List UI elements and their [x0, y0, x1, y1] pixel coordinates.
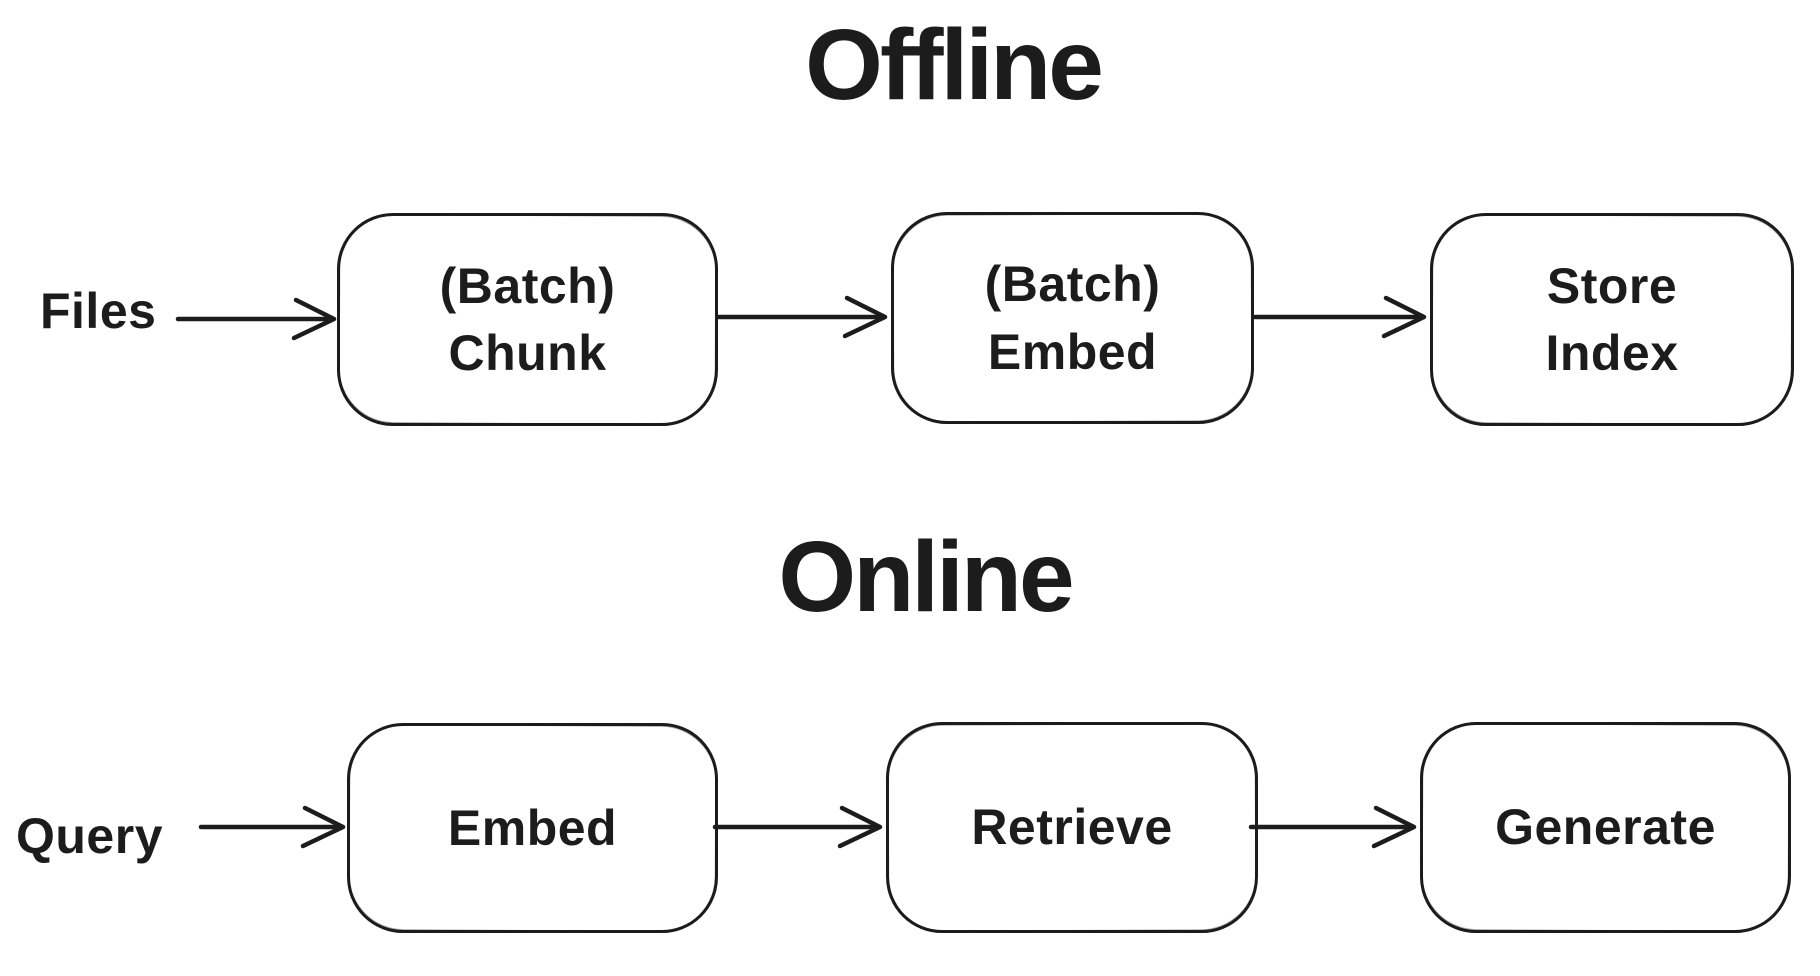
node-generate: Generate	[1420, 722, 1791, 933]
node-embed: Embed	[347, 723, 718, 933]
node-label-line: (Batch)	[984, 256, 1161, 312]
node-batch-chunk: (Batch) Chunk	[337, 213, 718, 426]
node-batch-embed: (Batch) Embed	[891, 212, 1254, 424]
node-retrieve: Retrieve	[886, 722, 1258, 933]
node-label-line: Index	[1545, 325, 1679, 381]
files-label: Files	[40, 283, 157, 339]
arrow-batch-embed-to-store-index	[1252, 295, 1427, 339]
node-label-line: Embed	[987, 323, 1158, 380]
arrow-retrieve-to-generate	[1248, 805, 1417, 849]
node-label-line: (Batch)	[439, 257, 616, 314]
arrow-files-to-batch-chunk	[175, 297, 337, 341]
node-label-line: Generate	[1495, 799, 1716, 856]
online-section-title: Online	[778, 521, 1074, 633]
node-label-line: Chunk	[448, 325, 607, 381]
node-label-line: Retrieve	[971, 799, 1173, 856]
node-label-line: Embed	[447, 799, 618, 856]
arrow-embed-to-retrieve	[712, 805, 883, 849]
offline-section-title: Offline	[805, 9, 1104, 121]
query-label: Query	[16, 808, 164, 864]
arrow-batch-chunk-to-batch-embed	[716, 295, 888, 339]
node-label-line: Store	[1546, 257, 1678, 314]
node-store-index: Store Index	[1430, 213, 1794, 426]
arrow-query-to-embed	[198, 805, 346, 849]
